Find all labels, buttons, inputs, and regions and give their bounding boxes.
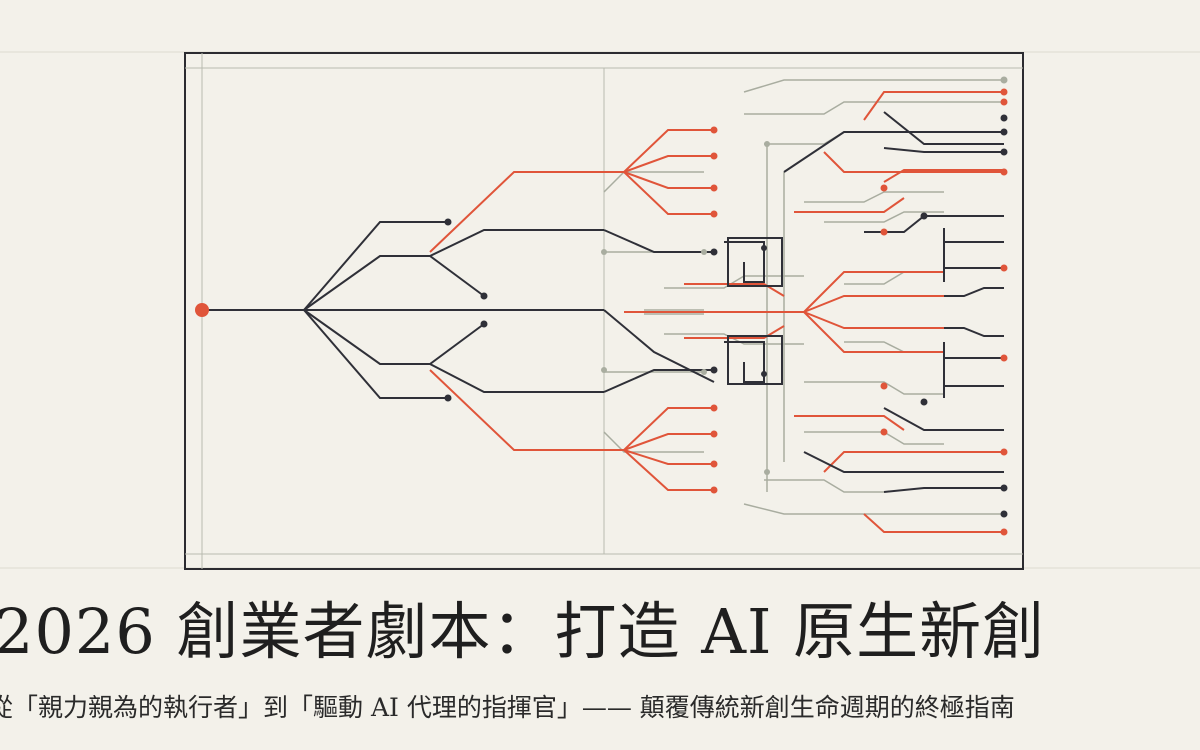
circuit-chip-icon (727, 237, 783, 385)
root-node-icon (195, 303, 209, 317)
accent-branches (429, 91, 1004, 533)
branch-node-icon (195, 76, 1008, 536)
circuit-tree-illustration (184, 52, 1024, 570)
slide-subtitle: 從「親力親為的執行者」到「驅動 AI 代理的指揮官」—— 顛覆傳統新創生命週期的… (0, 693, 1015, 722)
illustration-frame (184, 52, 1024, 570)
dark-branches (202, 111, 1004, 493)
slide-title: 2026 創業者劇本：打造 AI 原生新創 (0, 595, 1046, 668)
